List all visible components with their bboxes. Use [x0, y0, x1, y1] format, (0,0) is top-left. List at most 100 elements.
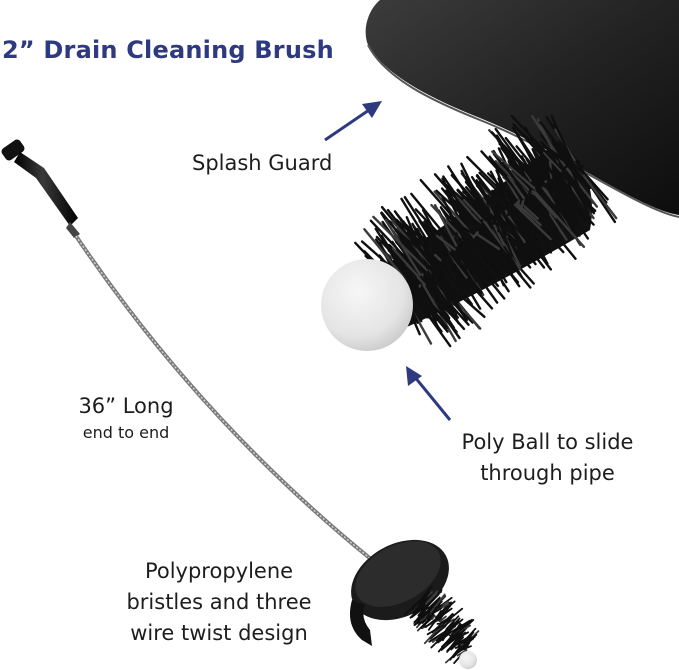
bristle [550, 114, 574, 164]
bristle [454, 629, 465, 640]
bristle [441, 607, 464, 626]
bristle [557, 170, 568, 189]
full-brush-wire-shaft [74, 234, 374, 562]
bristle [415, 603, 426, 611]
bristle [461, 637, 475, 647]
bristle [426, 624, 445, 636]
bristle [478, 180, 508, 213]
bristle [463, 642, 470, 649]
bristle [449, 619, 471, 634]
bristle [564, 163, 571, 169]
close-up-splash-guard [365, 0, 679, 218]
bristle [568, 162, 587, 206]
bristle [471, 234, 510, 293]
bristle [571, 160, 585, 175]
bristle [453, 645, 464, 658]
bristle [444, 635, 455, 646]
bristle [501, 212, 529, 242]
bristle [466, 155, 517, 206]
bristle [456, 245, 499, 304]
bristle [565, 164, 584, 180]
bristle [466, 238, 494, 269]
bristle [467, 236, 472, 257]
bristle [424, 617, 438, 628]
bristle [427, 255, 435, 267]
bristle [416, 275, 426, 286]
bristle [409, 280, 449, 330]
bristle [384, 218, 422, 277]
bristle [426, 264, 435, 270]
bristle [491, 150, 537, 191]
bristle [450, 188, 476, 237]
bristle [472, 231, 479, 239]
bristle [514, 202, 549, 265]
bristle [515, 201, 542, 227]
bristle [446, 638, 458, 653]
bristle [474, 232, 500, 251]
bristle [542, 144, 570, 166]
bristle [455, 631, 464, 641]
bristle [448, 637, 457, 644]
page-title: 2” Drain Cleaning Brush [2, 36, 334, 64]
bristle [438, 259, 473, 306]
bristle [502, 172, 524, 201]
poly-ball-label-line-1: Poly Ball to slide [461, 430, 634, 454]
bristle [489, 216, 499, 228]
poly-ball-label: Poly Ball to slide through pipe [440, 427, 655, 489]
bristle [491, 220, 506, 247]
bristle [410, 600, 423, 610]
bristle [435, 234, 456, 251]
bristle [513, 203, 552, 241]
bristle [531, 147, 548, 183]
bristle [489, 221, 523, 278]
bristle [467, 196, 496, 222]
bristle [463, 240, 497, 281]
bristle [459, 636, 473, 646]
bristle [425, 593, 440, 608]
bristle [421, 607, 429, 615]
bristle [429, 236, 448, 257]
bristle [450, 641, 460, 651]
bristle [539, 184, 556, 205]
bristle [561, 168, 594, 214]
bristle [456, 649, 468, 657]
bristle [454, 247, 478, 283]
close-up-bristle-head [330, 114, 618, 348]
bristle [436, 607, 453, 620]
bristle [455, 246, 474, 272]
close-up-poly-ball [321, 259, 413, 351]
full-brush-ball-tip [459, 651, 477, 669]
bristle [547, 178, 565, 209]
bristle [441, 613, 454, 625]
bristle [438, 615, 447, 623]
bristle [410, 192, 458, 250]
length-sublabel: end to end [82, 423, 170, 442]
bristle [417, 613, 434, 626]
bristle [475, 179, 500, 219]
length-callout: 36” Long end to end [56, 391, 196, 444]
bristle [474, 232, 512, 276]
bristle [542, 151, 562, 172]
bristle [496, 216, 514, 257]
bristle [535, 187, 578, 228]
bristle [429, 265, 440, 295]
poly-ball-label-line-2: through pipe [480, 461, 615, 485]
bristle [450, 644, 463, 660]
bristle [478, 171, 514, 208]
splash-guard-label: Splash Guard [192, 151, 333, 175]
arrow-poly-ball [406, 366, 452, 421]
bristle [478, 229, 501, 260]
bristle [507, 175, 525, 200]
bristles-label: Polypropylene bristles and three wire tw… [104, 556, 334, 649]
bristle [510, 114, 564, 171]
bristle [419, 585, 433, 602]
bristle [445, 254, 466, 292]
bristle [391, 247, 420, 278]
bristle [429, 265, 446, 292]
bristle [552, 174, 587, 219]
bristle [452, 249, 480, 291]
bristle [430, 593, 446, 613]
bristle [461, 226, 477, 236]
